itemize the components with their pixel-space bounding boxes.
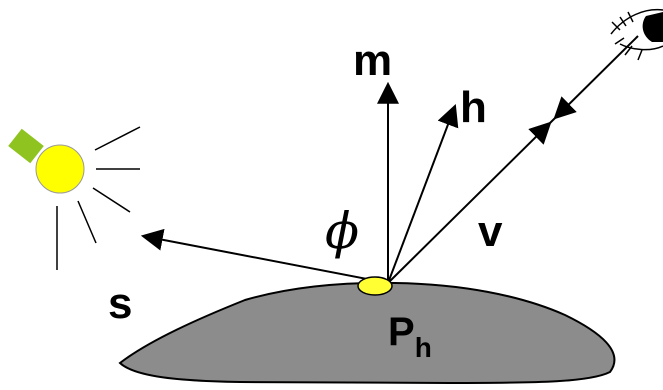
label-s: s [108,279,132,328]
label-phi: ϕ [325,202,359,260]
vector-v [387,121,552,284]
eye-icon [610,8,663,61]
label-m: m [353,36,392,85]
vector-v-extension [549,35,639,124]
label-v: v [478,207,503,256]
surface [118,281,616,385]
label-point-main: P [388,310,415,354]
highlight-spot [357,276,393,296]
light-source-icon [8,126,141,270]
label-point-sub: h [415,332,432,363]
label-point: Ph [388,310,432,363]
label-h: h [460,83,487,132]
vector-s [140,228,389,284]
vector-h [387,103,459,284]
